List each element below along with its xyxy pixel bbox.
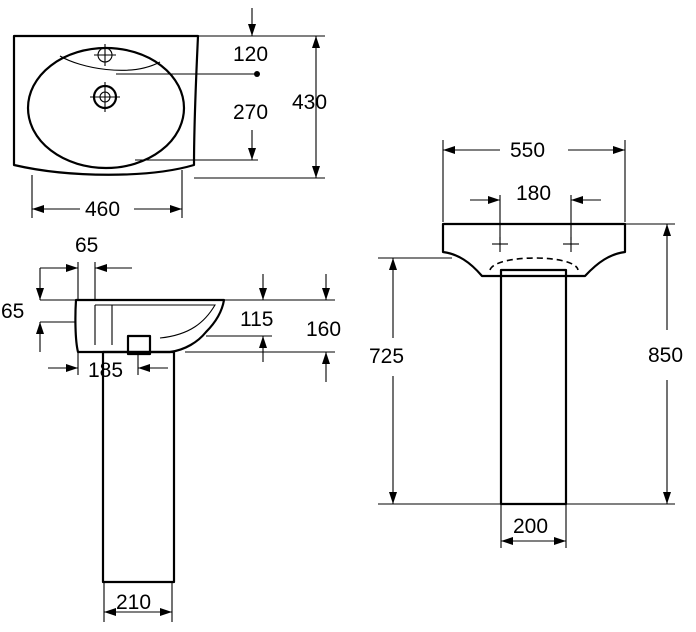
- dim-label-185: 185: [88, 359, 123, 382]
- plan-tap-deck: [59, 55, 161, 71]
- dim-label-430: 430: [292, 91, 327, 114]
- dim-label-850: 850: [648, 344, 683, 367]
- dim-label-725: 725: [369, 345, 404, 368]
- side-waste-outlet: [126, 334, 152, 356]
- dim-point: [254, 71, 260, 77]
- dim-label-200: 200: [513, 515, 548, 538]
- front-waste-dashed: [489, 257, 579, 271]
- plan-basin-outline: [12, 34, 200, 176]
- side-view: 65 65 115 160 185 210: [1, 234, 341, 622]
- front-view: 550 180 850 725 200: [369, 139, 683, 548]
- dim-label-210: 210: [116, 591, 151, 614]
- dim-label-65-horizontal: 65: [75, 234, 98, 257]
- dim-label-115: 115: [240, 308, 273, 331]
- dim-label-460: 460: [85, 198, 120, 221]
- dim-label-120: 120: [233, 43, 268, 66]
- dim-label-180: 180: [516, 182, 551, 205]
- front-basin-outline: [441, 222, 627, 278]
- plan-view: 430 120 270 460: [12, 8, 327, 221]
- dim-label-160: 160: [306, 318, 341, 341]
- dim-label-270: 270: [233, 101, 268, 124]
- side-basin-outline: [74, 298, 226, 354]
- dim-label-65-vertical: 65: [1, 300, 24, 323]
- front-pedestal: [499, 268, 568, 506]
- side-pedestal: [101, 350, 176, 584]
- side-bowl-inner: [95, 304, 216, 339]
- dim-label-550: 550: [510, 139, 545, 162]
